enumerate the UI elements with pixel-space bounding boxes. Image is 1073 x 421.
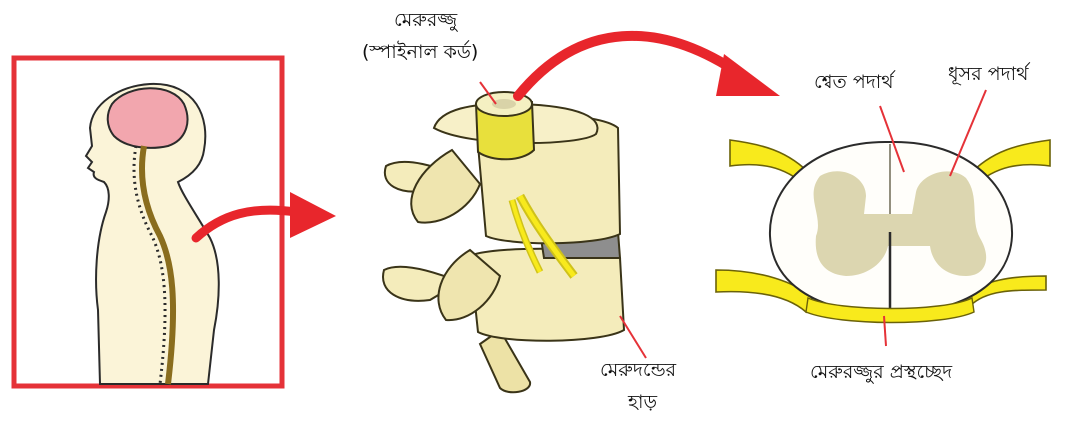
brain	[108, 88, 188, 148]
lower-vertebral-body	[470, 249, 624, 341]
cross-section-panel	[716, 140, 1050, 323]
label-spinal-cord: মেরুরজ্জু	[394, 10, 457, 31]
label-spinal-cord-english: (স্পাইনাল কর্ড)	[362, 42, 478, 63]
human-body-panel	[14, 58, 282, 386]
label-vertebra-line1: মেরুদন্ডের	[600, 360, 676, 381]
arrow-body-to-vertebra	[196, 192, 336, 238]
spinous-process-upper	[411, 150, 480, 223]
label-grey-matter: ধূসর পদার্থ	[948, 64, 1028, 85]
leader-vertebra	[620, 316, 646, 358]
label-cross-section: মেরুরজ্জুর প্রস্থচ্ছেদ	[810, 362, 952, 383]
label-vertebra-line2: হাড়	[628, 392, 657, 413]
arrow-vertebra-to-section	[518, 36, 780, 96]
vertebra-panel	[383, 92, 624, 392]
label-white-matter: শ্বেত পদার্থ	[814, 72, 894, 93]
